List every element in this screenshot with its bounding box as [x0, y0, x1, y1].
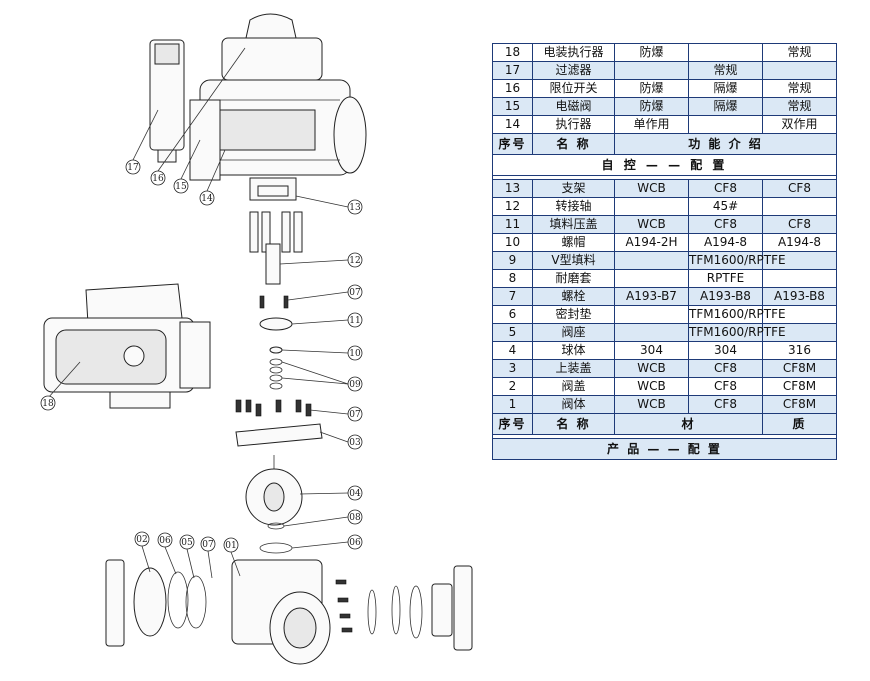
stem-parts	[249, 211, 303, 390]
callout: 10	[281, 345, 363, 361]
callout: 03	[319, 431, 363, 450]
callout-label: 12	[349, 256, 360, 266]
callout-label: 10	[349, 349, 361, 359]
callouts: 17 16 15 14 13 12 07 11 10 09 07 03 04 0…	[40, 47, 363, 579]
callout-label: 11	[349, 316, 360, 326]
callout: 15	[173, 139, 201, 194]
callout: 06	[291, 534, 363, 550]
callout-label: 06	[159, 536, 171, 546]
callout-label: 09	[349, 380, 361, 390]
callout-label: 04	[349, 489, 361, 499]
callout-label: 07	[349, 410, 361, 420]
material-header: 序号名 称材质	[492, 413, 837, 435]
callout: 16	[150, 47, 246, 186]
callout-label: 16	[152, 174, 164, 184]
callout-label: 15	[175, 182, 187, 192]
callout: 18	[40, 361, 81, 411]
callout: 05	[179, 534, 195, 579]
callout-label: 05	[181, 538, 193, 548]
callout: 07	[287, 284, 363, 301]
callout: 02	[134, 531, 151, 573]
callout: 14	[199, 149, 226, 206]
bolts	[235, 399, 312, 417]
pneumatic-actuator	[149, 13, 367, 201]
top-cover	[235, 423, 323, 447]
callout-label: 06	[349, 538, 361, 548]
callout-label: 14	[201, 194, 213, 204]
function-header: 序号名 称功 能 介 绍	[492, 133, 837, 155]
callout: 17	[125, 109, 159, 175]
product-config-section: 产 品 — — 配 置	[492, 438, 837, 460]
callout: 07	[200, 536, 216, 579]
callout-label: 02	[136, 535, 147, 545]
callout-label: 18	[42, 399, 54, 409]
valve-body	[105, 559, 473, 665]
callout: 12	[279, 252, 363, 268]
callout: 09	[281, 361, 363, 392]
callout-label: 03	[349, 438, 361, 448]
callout-label: 08	[349, 513, 361, 523]
callout: 08	[283, 509, 363, 527]
callout: 01	[223, 537, 241, 577]
callout: 11	[291, 312, 363, 328]
callout: 06	[157, 532, 177, 575]
callout-label: 07	[349, 288, 361, 298]
callout-label: 17	[127, 163, 139, 173]
callout: 07	[309, 406, 363, 422]
exploded-valve-drawing: 17 16 15 14 13 12 07 11 10 09 07 03 04 0…	[40, 13, 473, 665]
callout-label: 07	[202, 540, 214, 550]
callout: 04	[299, 485, 363, 501]
ball	[245, 455, 303, 554]
callout: 13	[295, 195, 363, 215]
electric-actuator	[43, 283, 211, 409]
callout-label: 13	[349, 203, 361, 213]
auto-config-section: 自 控 — — 配 置	[492, 154, 837, 176]
callout-label: 01	[225, 541, 236, 551]
